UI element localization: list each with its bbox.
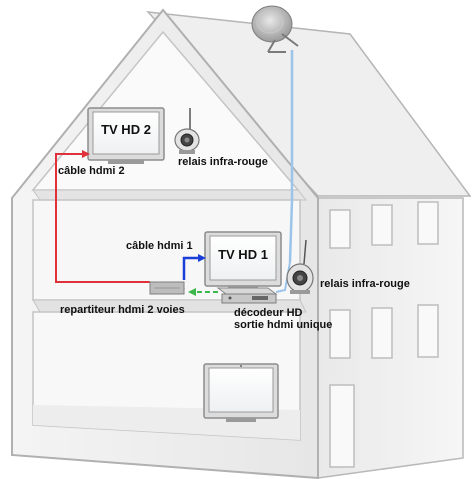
hd-decoder <box>216 287 278 304</box>
ir-relay-upper <box>174 108 200 154</box>
side-window-3 <box>417 201 439 245</box>
side-window-5 <box>371 307 393 359</box>
decoder-link-arrow <box>188 288 196 296</box>
tv-lower <box>203 363 279 422</box>
cable-hdmi-2 <box>55 153 150 283</box>
cable-hdmi-1-label: câble hdmi 1 <box>126 240 193 252</box>
tv-hd-1: TV HD 1 <box>204 231 282 290</box>
tv-hd-2-label: TV HD 2 <box>101 122 151 137</box>
satellite-cable <box>288 50 294 263</box>
side-window-2 <box>371 204 393 246</box>
ir-relay-upper-label: relais infra-rouge <box>178 156 268 168</box>
ir-relay-middle-label: relais infra-rouge <box>320 278 410 290</box>
side-window-4 <box>329 309 351 359</box>
tv-hd-1-label: TV HD 1 <box>218 247 268 262</box>
decoder-label-line2: sortie hdmi unique <box>234 319 332 331</box>
satellite-dish <box>251 5 299 53</box>
side-door <box>329 384 355 468</box>
ir-relay-middle <box>286 239 314 294</box>
tv-hd-2: TV HD 2 <box>87 107 165 164</box>
upper-floor <box>32 189 308 201</box>
hdmi-splitter <box>148 281 186 295</box>
splitter-label: repartiteur hdmi 2 voies <box>60 304 185 316</box>
cable-hdmi-1-arrow <box>198 254 206 262</box>
decoder-label-line1: décodeur HD <box>234 307 303 319</box>
cable-hdmi-2-label: câble hdmi 2 <box>58 165 125 177</box>
side-window-1 <box>329 209 351 249</box>
cable-hdmi-2-arrow <box>82 150 90 158</box>
side-window-6 <box>417 304 439 358</box>
cable-hdmi-1 <box>182 256 203 280</box>
